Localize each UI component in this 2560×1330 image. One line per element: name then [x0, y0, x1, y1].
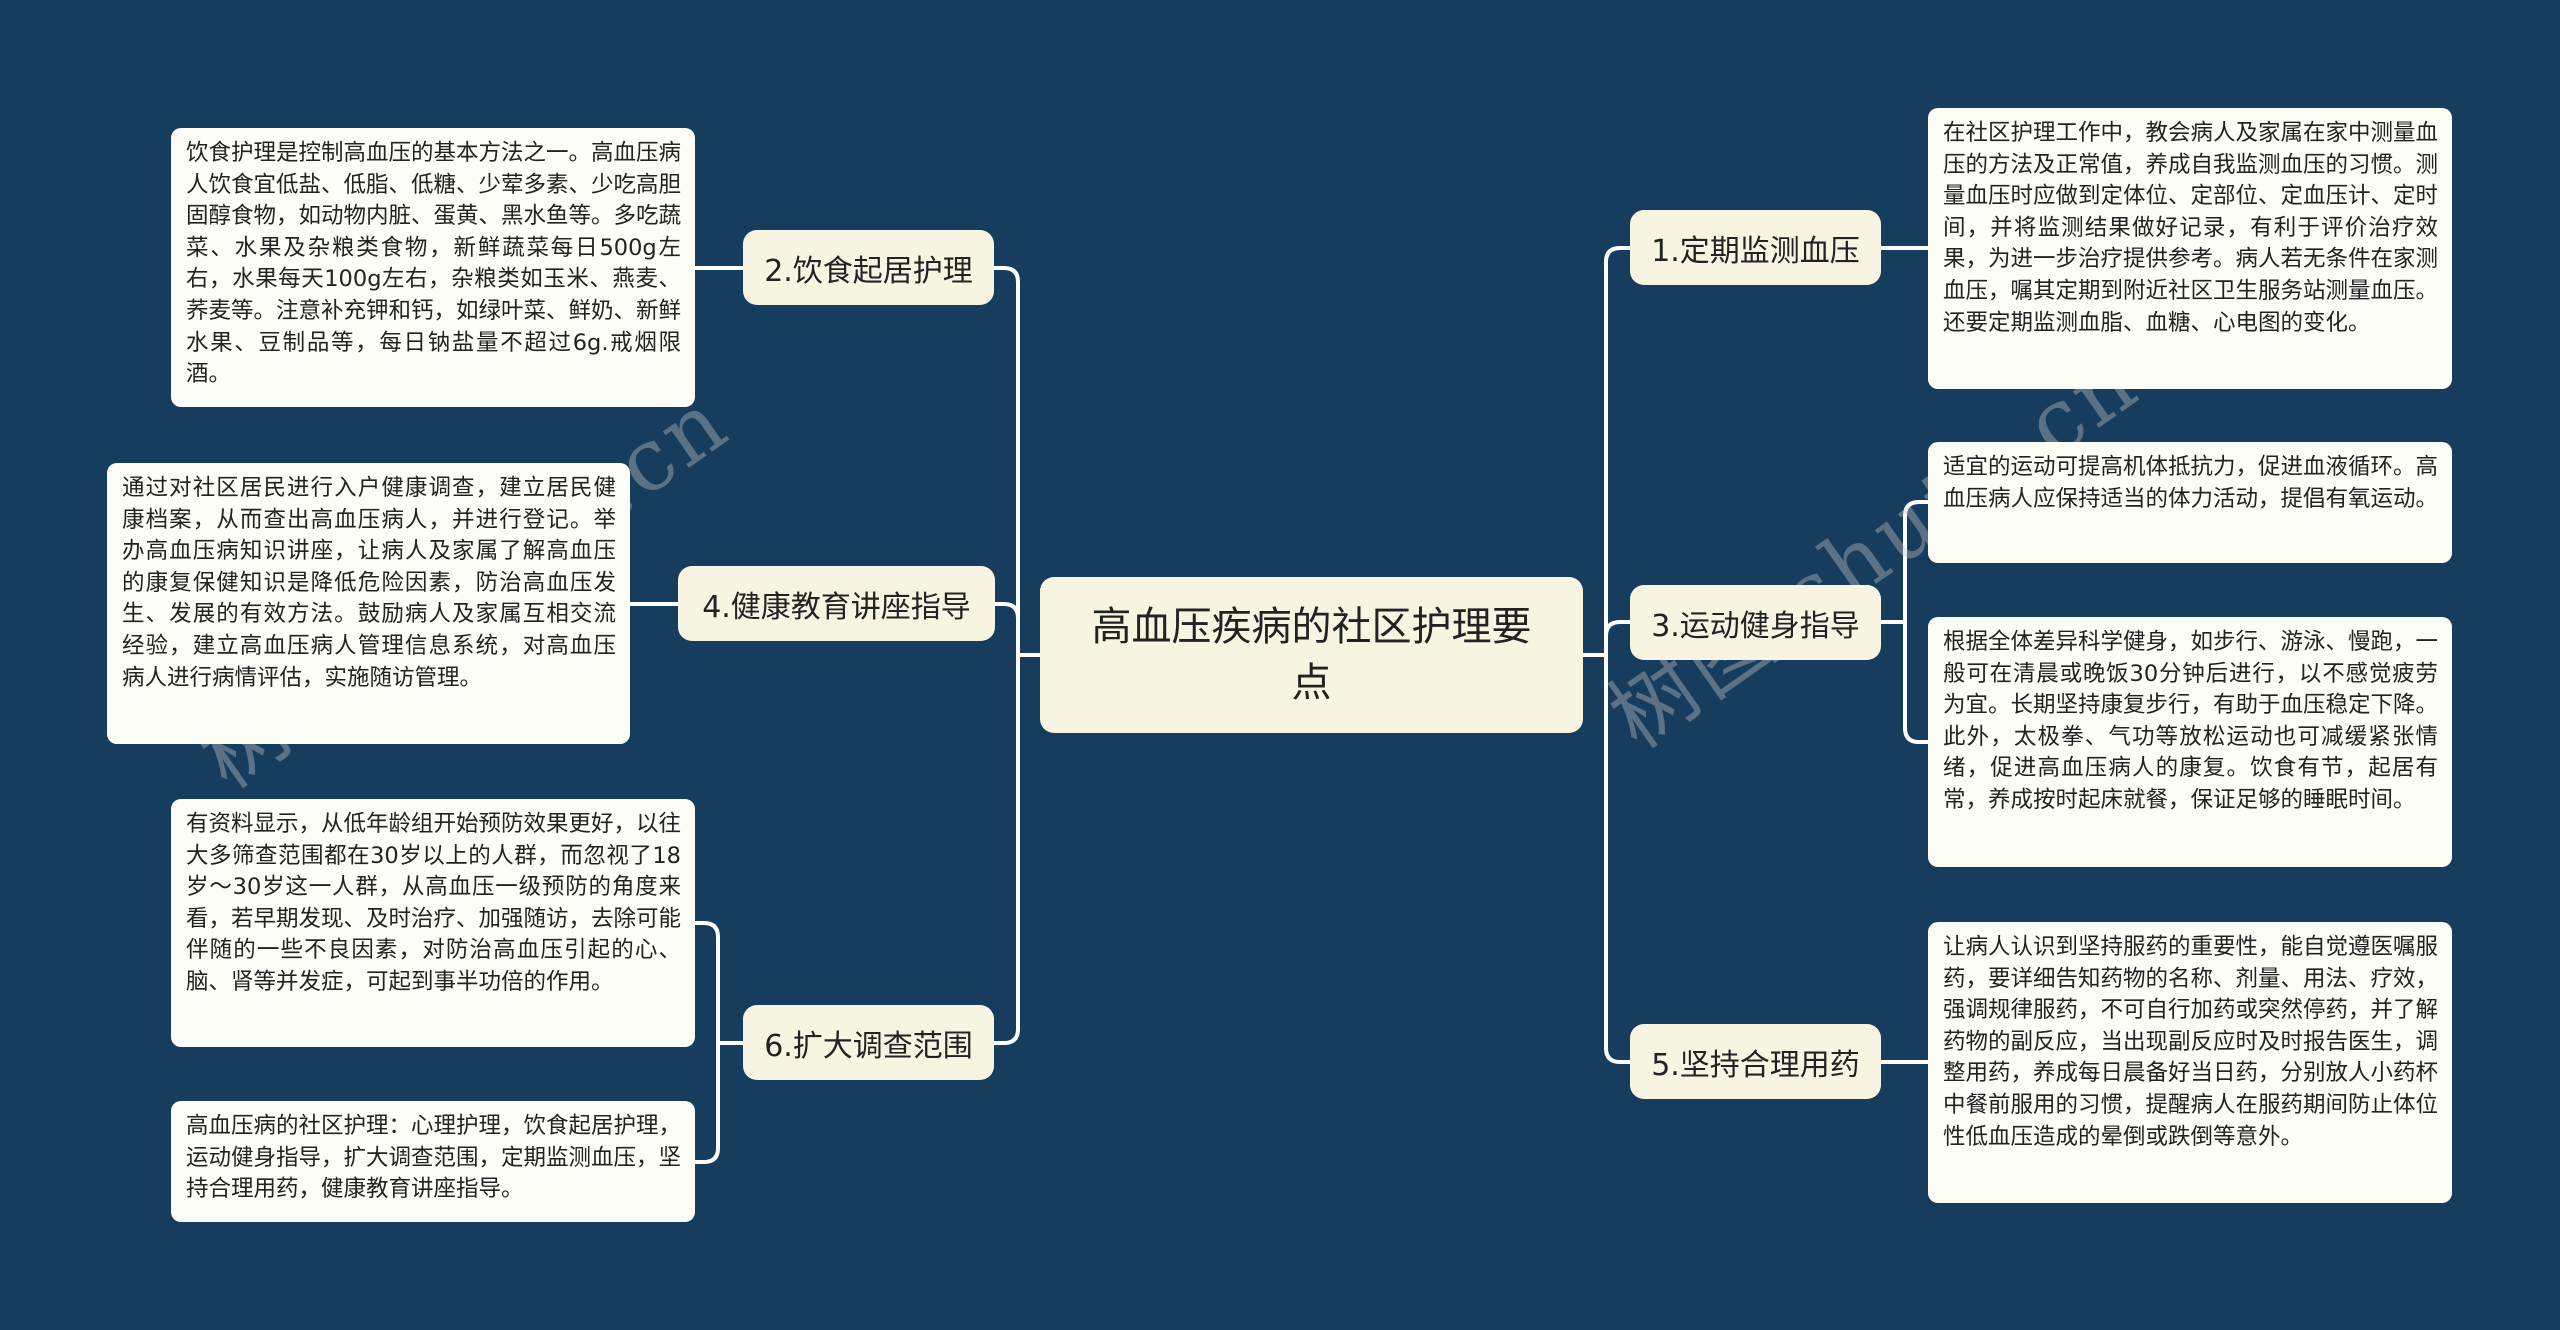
branch-label: 1.定期监测血压 [1651, 233, 1860, 269]
leaf-note-3a[interactable]: 适宜的运动可提高机体抵抗力，促进血液循环。高血压病人应保持适当的体力活动，提倡有… [1928, 442, 2452, 563]
leaf-note-2[interactable]: 饮食护理是控制高血压的基本方法之一。高血压病人饮食宜低盐、低脂、低糖、少荤多素、… [171, 128, 695, 407]
leaf-note-3b[interactable]: 根据全体差异科学健身，如步行、游泳、慢跑，一般可在清晨或晚饭30分钟后进行，以不… [1928, 617, 2452, 867]
leaf-text: 在社区护理工作中，教会病人及家属在家中测量血压的方法及正常值，养成自我监测血压的… [1943, 120, 2439, 336]
leaf-note-6b[interactable]: 高血压病的社区护理：心理护理，饮食起居护理，运动健身指导，扩大调查范围，定期监测… [171, 1101, 695, 1222]
branch-node-6[interactable]: 6.扩大调查范围 [743, 1005, 994, 1080]
branch-label: 3.运动健身指导 [1651, 608, 1860, 644]
leaf-text: 有资料显示，从低年龄组开始预防效果更好，以往大多筛查范围都在30岁以上的人群，而… [186, 811, 682, 995]
branch-label: 5.坚持合理用药 [1651, 1047, 1860, 1083]
branch-label: 6.扩大调查范围 [764, 1028, 973, 1064]
leaf-note-6a[interactable]: 有资料显示，从低年龄组开始预防效果更好，以往大多筛查范围都在30岁以上的人群，而… [171, 799, 695, 1047]
central-topic[interactable]: 高血压疾病的社区护理要点 [1040, 577, 1583, 733]
leaf-text: 高血压病的社区护理：心理护理，饮食起居护理，运动健身指导，扩大调查范围，定期监测… [186, 1113, 682, 1203]
leaf-text: 让病人认识到坚持服药的重要性，能自觉遵医嘱服药，要详细告知药物的名称、剂量、用法… [1943, 934, 2439, 1150]
branch-node-4[interactable]: 4.健康教育讲座指导 [678, 566, 995, 641]
branch-node-3[interactable]: 3.运动健身指导 [1630, 585, 1881, 660]
leaf-note-1[interactable]: 在社区护理工作中，教会病人及家属在家中测量血压的方法及正常值，养成自我监测血压的… [1928, 108, 2452, 389]
branch-node-1[interactable]: 1.定期监测血压 [1630, 210, 1881, 285]
leaf-text: 通过对社区居民进行入户健康调查，建立居民健康档案，从而查出高血压病人，并进行登记… [122, 475, 616, 691]
branch-node-5[interactable]: 5.坚持合理用药 [1630, 1024, 1881, 1099]
branch-node-2[interactable]: 2.饮食起居护理 [743, 230, 994, 305]
branch-label: 4.健康教育讲座指导 [702, 589, 971, 625]
branch-label: 2.饮食起居护理 [764, 253, 973, 289]
leaf-note-4[interactable]: 通过对社区居民进行入户健康调查，建立居民健康档案，从而查出高血压病人，并进行登记… [107, 463, 630, 744]
central-topic-label: 高血压疾病的社区护理要点 [1091, 604, 1532, 706]
leaf-text: 适宜的运动可提高机体抵抗力，促进血液循环。高血压病人应保持适当的体力活动，提倡有… [1943, 454, 2439, 512]
leaf-note-5[interactable]: 让病人认识到坚持服药的重要性，能自觉遵医嘱服药，要详细告知药物的名称、剂量、用法… [1928, 922, 2452, 1203]
leaf-text: 饮食护理是控制高血压的基本方法之一。高血压病人饮食宜低盐、低脂、低糖、少荤多素、… [186, 140, 682, 388]
leaf-text: 根据全体差异科学健身，如步行、游泳、慢跑，一般可在清晨或晚饭30分钟后进行，以不… [1943, 629, 2439, 813]
